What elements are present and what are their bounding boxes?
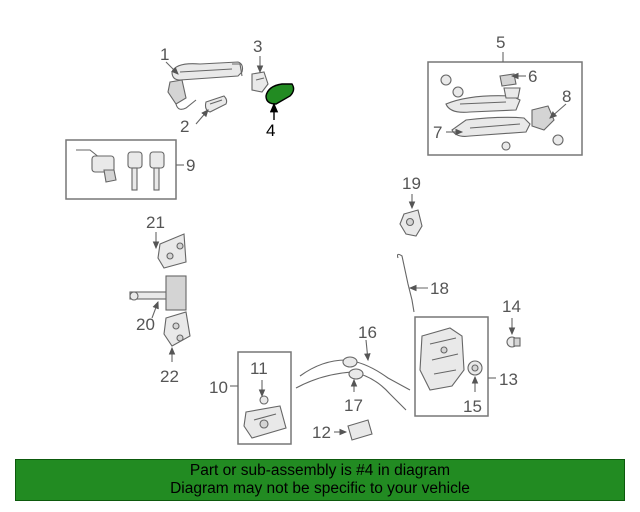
callout-14: 14 [502, 297, 521, 316]
part-13-door-lock-actuator[interactable] [419, 327, 465, 391]
callout-6: 6 [528, 67, 537, 86]
callout-10: 10 [209, 378, 228, 397]
callout-5: 5 [496, 33, 505, 52]
callout-12: 12 [312, 423, 331, 442]
group-box-10 [237, 351, 292, 445]
callout-18: 18 [430, 279, 449, 298]
callout-21: 21 [146, 213, 165, 232]
part-7-inner-frame[interactable] [451, 116, 531, 151]
callout-20: 20 [136, 315, 155, 334]
callout-9: 9 [186, 156, 195, 175]
part-2-handle-lever[interactable] [204, 95, 228, 113]
part-5-frame-assembly[interactable] [440, 73, 521, 113]
part-12-bezel[interactable] [347, 419, 373, 441]
group-box-5 [427, 61, 583, 156]
part-9-lock-cylinder-keys[interactable] [76, 149, 165, 191]
part-1-outside-handle[interactable] [167, 61, 244, 110]
part-19-striker[interactable] [399, 209, 423, 237]
callout-13: 13 [499, 370, 518, 389]
part-14-bolt[interactable] [506, 336, 521, 348]
part-16-17-cables[interactable] [295, 356, 411, 411]
info-banner: Part or sub-assembly is #4 in diagram Di… [15, 459, 625, 501]
part-8-frame-cap[interactable] [531, 105, 564, 146]
group-box-13 [414, 316, 489, 417]
callout-3: 3 [253, 37, 262, 56]
part-20-door-check[interactable] [129, 275, 187, 311]
callout-11: 11 [250, 359, 268, 378]
banner-line-1: Part or sub-assembly is #4 in diagram [189, 462, 451, 479]
part-4-handle-cover[interactable] [265, 83, 295, 105]
callout-19: 19 [402, 174, 421, 193]
callout-4: 4 [266, 121, 275, 140]
callout-8: 8 [562, 87, 571, 106]
group-box-9 [65, 139, 177, 200]
callout-15: 15 [463, 397, 482, 416]
callout-17: 17 [344, 396, 363, 415]
callout-1: 1 [160, 45, 169, 64]
part-22-lower-hinge[interactable] [163, 311, 191, 347]
callout-16: 16 [358, 323, 377, 342]
part-18-lock-rod[interactable] [396, 253, 415, 313]
part-3-handle-pad[interactable] [251, 71, 269, 93]
callout-22: 22 [160, 367, 179, 386]
callout-7: 7 [433, 123, 442, 142]
part-15-seal[interactable] [467, 360, 483, 376]
part-21-hinge[interactable] [157, 233, 187, 269]
part-10-inside-handle[interactable] [243, 395, 287, 439]
banner-line-2: Diagram may not be specific to your vehi… [170, 480, 470, 497]
callout-2: 2 [180, 117, 189, 136]
